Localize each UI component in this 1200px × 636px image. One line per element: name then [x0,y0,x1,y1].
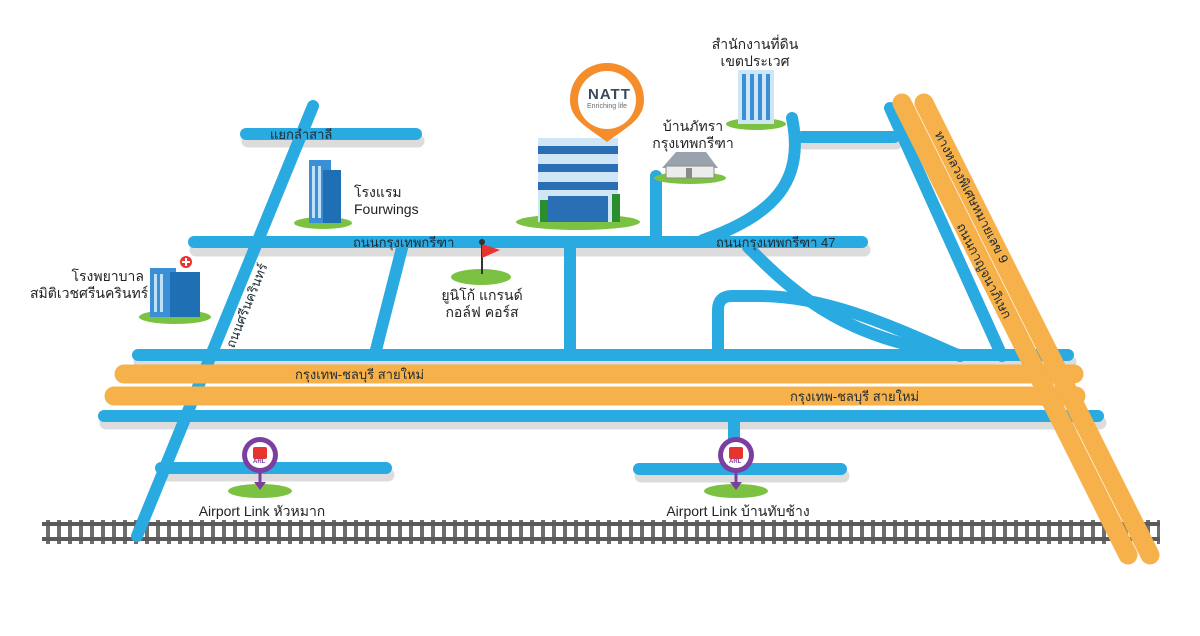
road-label-krungthep-kreetha: ถนนกรุงเทพกรีฑา [353,235,455,250]
land-office-label: สำนักงานที่ดิน เขตประเวศ [700,36,810,70]
road-kanchanaphisek-blue [884,102,1008,362]
land-office-label-line2: เขตประเวศ [720,53,790,69]
hospital-label-line2: สมิติเวชศรีนครินทร์ [30,285,149,301]
golf-flag-icon [451,239,511,285]
golf-label-line2: กอล์ฟ คอร์ส [445,304,519,320]
natt-tagline: Enriching life [587,103,628,110]
local-roads [98,100,1104,542]
station-pin-ban-thap-chang[interactable] [704,437,768,498]
natt-location-pin-icon[interactable] [570,0,644,142]
station-badge-hua-mak: ARL [253,459,266,465]
hospital-building-icon [139,256,211,324]
road-connector-1 [370,242,408,356]
highway-motorway-9-a [892,93,1138,565]
hotel-label: โรงแรม Fourwings [354,184,419,218]
highways [104,93,1160,565]
station-label-hua-mak[interactable]: Airport Link หัวหมาก [198,503,326,519]
road-label-lam-sali: แยกลำสาลี [270,127,333,142]
road-label-krungthep-kreetha-47: ถนนกรุงเทพกรีฑา 47 [716,235,836,250]
railway-track [42,520,1160,544]
road-label-highway-2: กรุงเทพ-ชลบุรี สายใหม่ [790,389,920,404]
house-icon [654,152,726,184]
baan-pattra-label: บ้านภัทรา กรุงเทพกรีฑา [640,118,746,152]
road-label-highway-1: กรุงเทพ-ชลบุรี สายใหม่ [295,367,425,382]
baan-pattra-label-line2: กรุงเทพกรีฑา [652,135,734,151]
hotel-building-icon [294,160,352,229]
natt-office-building [516,138,640,230]
highway-motorway-9-b [914,93,1160,565]
road-interchange-loop [712,290,966,362]
hospital-label-line1: โรงพยาบาล [71,268,145,284]
baan-pattra-label-line1: บ้านภัทรา [662,118,724,134]
golf-label: ยูนิโก้ แกรนด์ กอล์ฟ คอร์ส [420,287,544,321]
road-curve-land-office [697,112,801,246]
hotel-label-line1: โรงแรม [354,184,402,200]
office-building-icon [726,70,786,130]
golf-label-line1: ยูนิโก้ แกรนด์ [441,287,523,303]
natt-logo-text: NATT [588,86,631,103]
road-interchange-curve [742,241,966,361]
station-pin-hua-mak[interactable] [228,437,292,498]
land-office-label-line1: สำนักงานที่ดิน [711,36,799,52]
station-badge-ban-thap-chang: ARL [729,459,742,465]
hospital-label: โรงพยาบาล สมิติเวชศรีนครินทร์ [30,268,149,302]
hotel-label-line2: Fourwings [354,201,419,217]
station-label-ban-thap-chang[interactable]: Airport Link บ้านทับช้าง [666,503,810,519]
